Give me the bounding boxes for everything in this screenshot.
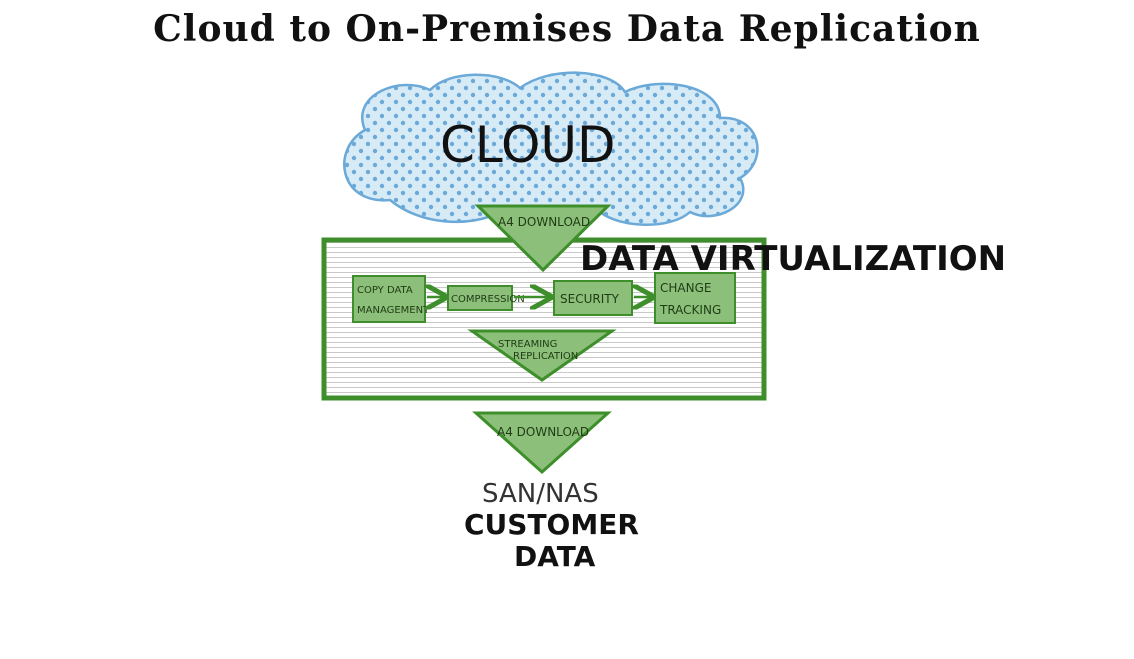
step-4-line2: TRACKING — [659, 303, 721, 317]
download-top-label: A4 DOWNLOAD — [498, 215, 590, 229]
download-funnel-bottom — [472, 411, 612, 475]
virtualization-label: DATA VIRTUALIZATION — [580, 239, 1006, 279]
cloud-label: CLOUD — [440, 116, 615, 174]
download-bottom-label: A4 DOWNLOAD — [497, 425, 589, 439]
step-compression — [447, 285, 513, 311]
customer-label: CUSTOMER — [464, 508, 639, 541]
step-4-line1: CHANGE — [660, 281, 711, 295]
san-nas-label: SAN/NAS — [482, 479, 599, 509]
step-1-line1: COPY DATA — [357, 285, 413, 296]
step-3-line1: SECURITY — [560, 292, 620, 306]
step-2-line1: COMPRESSION — [451, 294, 525, 305]
streaming-line1: STREAMING — [498, 339, 557, 350]
download-funnel-top — [474, 204, 612, 273]
data-label: DATA — [514, 540, 596, 573]
page-title: Cloud to On-Premises Data Replication — [153, 8, 981, 50]
step-1-line2: MANAGEMENT — [357, 305, 430, 316]
streaming-line2: REPLICATION — [513, 351, 578, 362]
step-copy-data-management — [352, 275, 426, 323]
step-change-tracking — [654, 272, 736, 324]
streaming-funnel — [467, 329, 617, 382]
